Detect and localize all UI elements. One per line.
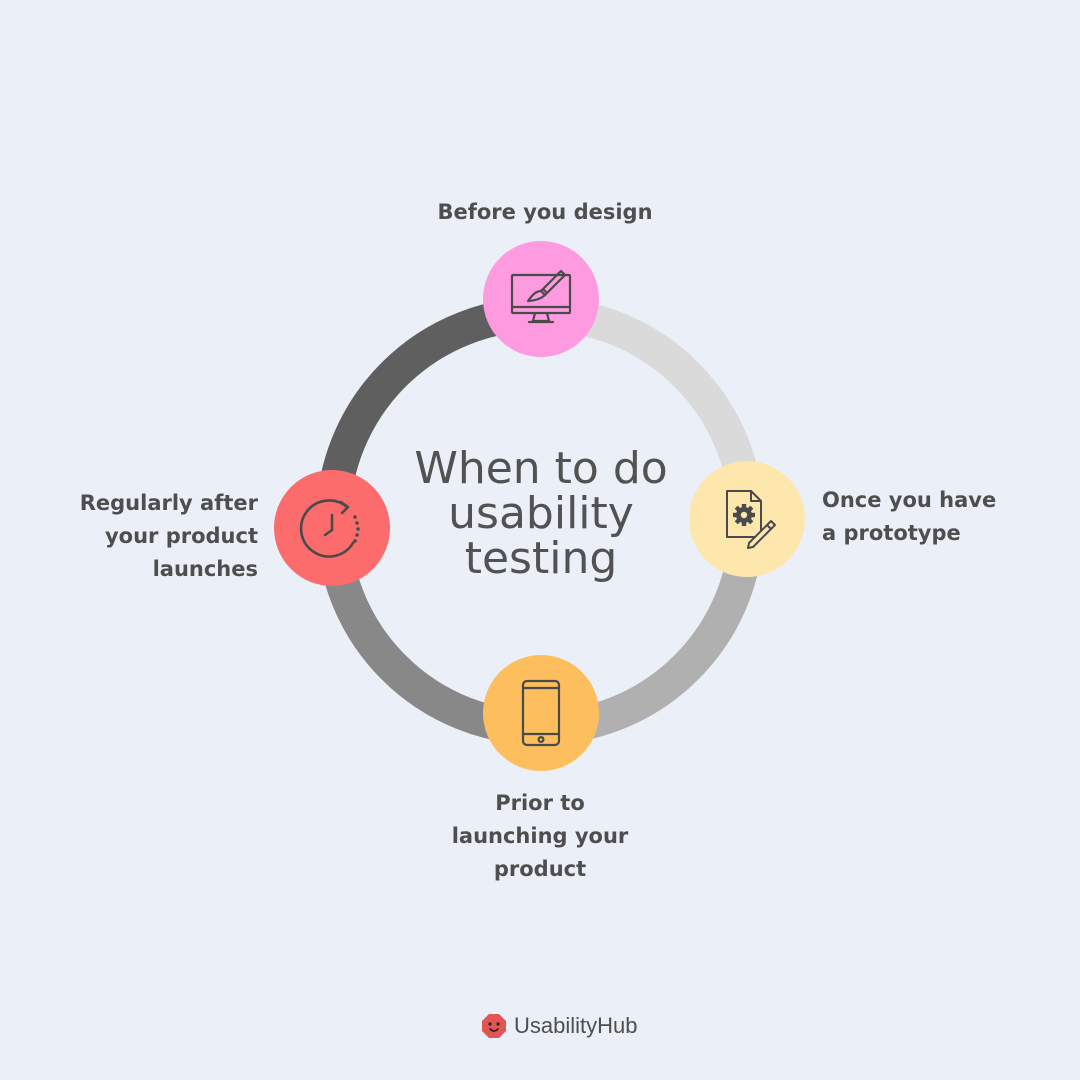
stage-label-line: Once you have [822, 488, 997, 512]
smartphone-icon [521, 679, 561, 747]
usabilityhub-logo-icon [482, 1014, 506, 1038]
center-title: When to do usability testing [380, 446, 702, 581]
brand-footer: UsabilityHub [480, 1010, 638, 1042]
stage-after-launch-node [274, 470, 390, 586]
stage-label-line: Prior to [495, 791, 585, 815]
stage-label-line: product [493, 857, 587, 881]
stage-after-launch-label: Regularly after your product launches [30, 487, 258, 586]
monitor-paintbrush-icon [510, 269, 572, 324]
stage-prior-launch-node [483, 655, 599, 771]
center-title-line: testing [464, 533, 618, 584]
stage-before-design-label: Before you design [380, 196, 710, 229]
clock-refresh-icon [299, 499, 360, 558]
stage-label-line: your product [104, 524, 258, 548]
stage-label-line: launching your [451, 824, 629, 848]
stage-label-line: launches [152, 557, 258, 581]
stage-label-line: Regularly after [79, 491, 258, 515]
center-title-line: When to do [414, 443, 668, 494]
stage-before-design-node [483, 241, 599, 357]
document-gear-pencil-icon [726, 490, 776, 549]
stage-label-line: Before you design [437, 200, 653, 224]
stage-prior-launch-label: Prior to launching your product [390, 787, 690, 886]
center-title-line: usability [448, 488, 634, 539]
stage-prototype-label: Once you have a prototype [822, 484, 1062, 550]
stage-prototype-node [689, 461, 805, 577]
stage-label-line: a prototype [822, 521, 961, 545]
brand-name: UsabilityHub [514, 1013, 638, 1038]
